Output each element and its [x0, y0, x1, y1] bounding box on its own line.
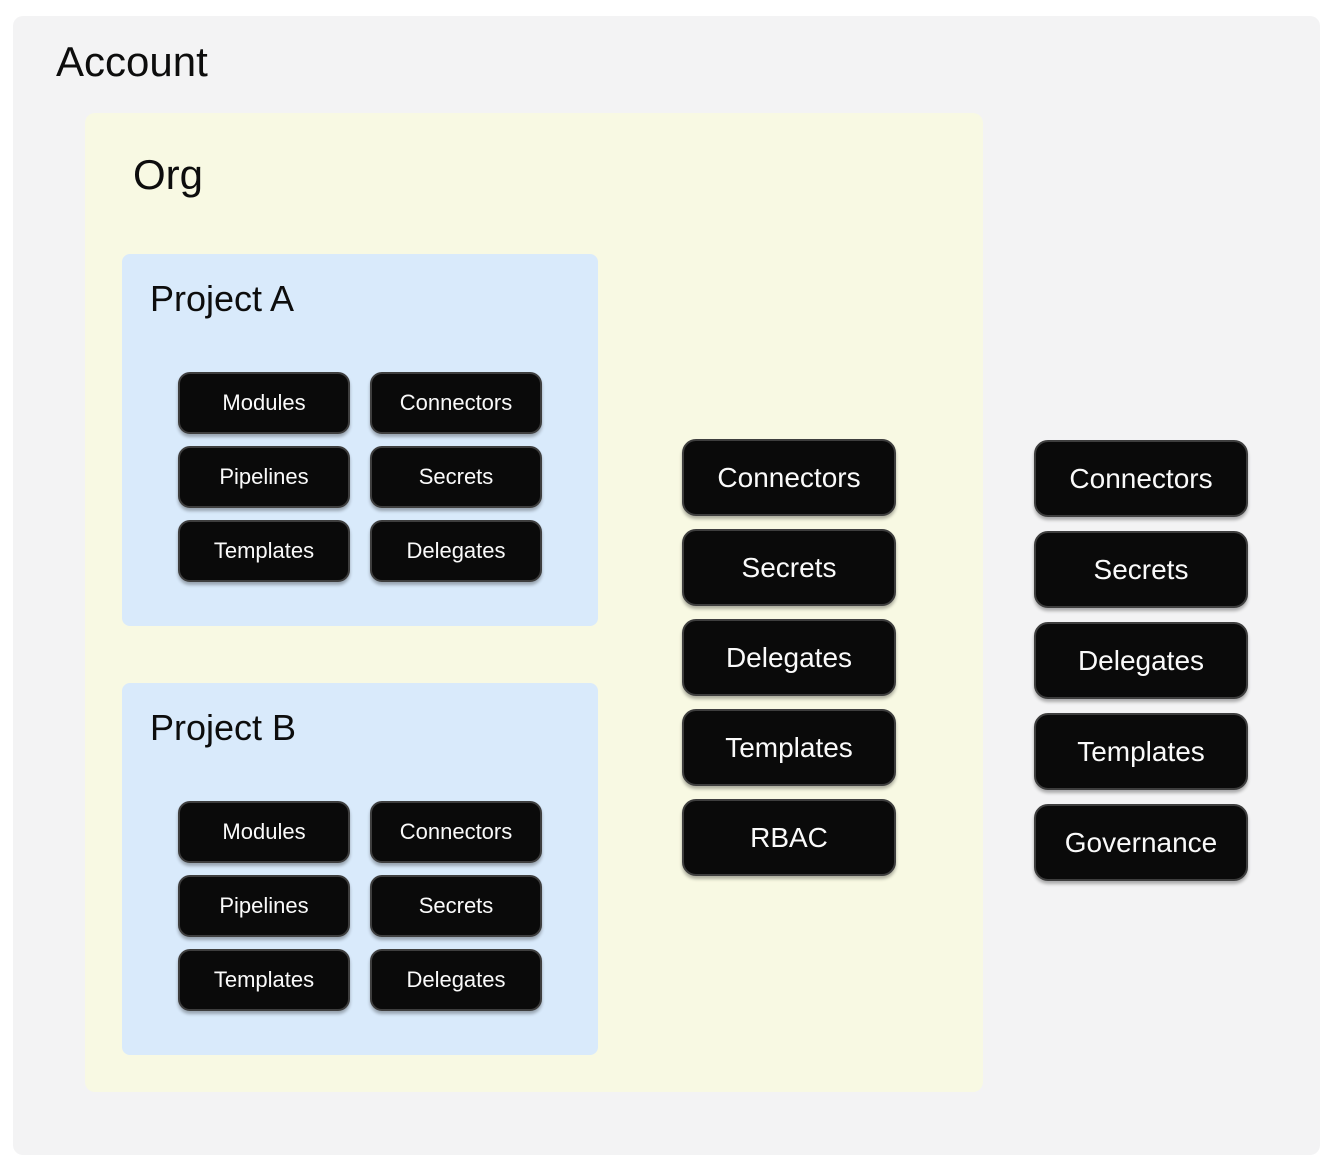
- project-a-container: Project A Modules Connectors Pipelines S…: [122, 254, 598, 626]
- project-a-pill-templates: Templates: [178, 520, 350, 582]
- org-pill-delegates: Delegates: [682, 619, 896, 696]
- account-pill-delegates: Delegates: [1034, 622, 1248, 699]
- org-pill-connectors: Connectors: [682, 439, 896, 516]
- project-b-pill-secrets: Secrets: [370, 875, 542, 937]
- account-pill-governance: Governance: [1034, 804, 1248, 881]
- project-b-pill-templates: Templates: [178, 949, 350, 1011]
- project-b-title: Project B: [150, 707, 297, 748]
- account-resource-column: Connectors Secrets Delegates Templates G…: [1034, 440, 1248, 881]
- project-b-resource-grid: Modules Connectors Pipelines Secrets Tem…: [178, 801, 542, 1011]
- account-title: Account: [56, 38, 208, 85]
- project-b-container: Project B Modules Connectors Pipelines S…: [122, 683, 598, 1055]
- project-b-pill-pipelines: Pipelines: [178, 875, 350, 937]
- account-pill-templates: Templates: [1034, 713, 1248, 790]
- project-a-pill-connectors: Connectors: [370, 372, 542, 434]
- project-b-pill-connectors: Connectors: [370, 801, 542, 863]
- project-a-resource-grid: Modules Connectors Pipelines Secrets Tem…: [178, 372, 542, 582]
- account-scope-container: Account Org Project A Modules Connectors…: [13, 16, 1320, 1155]
- org-pill-rbac: RBAC: [682, 799, 896, 876]
- org-scope-container: Org Project A Modules Connectors Pipelin…: [85, 113, 983, 1092]
- project-b-pill-modules: Modules: [178, 801, 350, 863]
- org-pill-secrets: Secrets: [682, 529, 896, 606]
- project-a-title: Project A: [150, 278, 295, 319]
- project-a-pill-pipelines: Pipelines: [178, 446, 350, 508]
- project-a-pill-delegates: Delegates: [370, 520, 542, 582]
- project-a-pill-secrets: Secrets: [370, 446, 542, 508]
- org-resource-column: Connectors Secrets Delegates Templates R…: [682, 439, 896, 876]
- project-a-pill-modules: Modules: [178, 372, 350, 434]
- account-pill-secrets: Secrets: [1034, 531, 1248, 608]
- org-pill-templates: Templates: [682, 709, 896, 786]
- org-title: Org: [133, 151, 204, 198]
- account-pill-connectors: Connectors: [1034, 440, 1248, 517]
- project-b-pill-delegates: Delegates: [370, 949, 542, 1011]
